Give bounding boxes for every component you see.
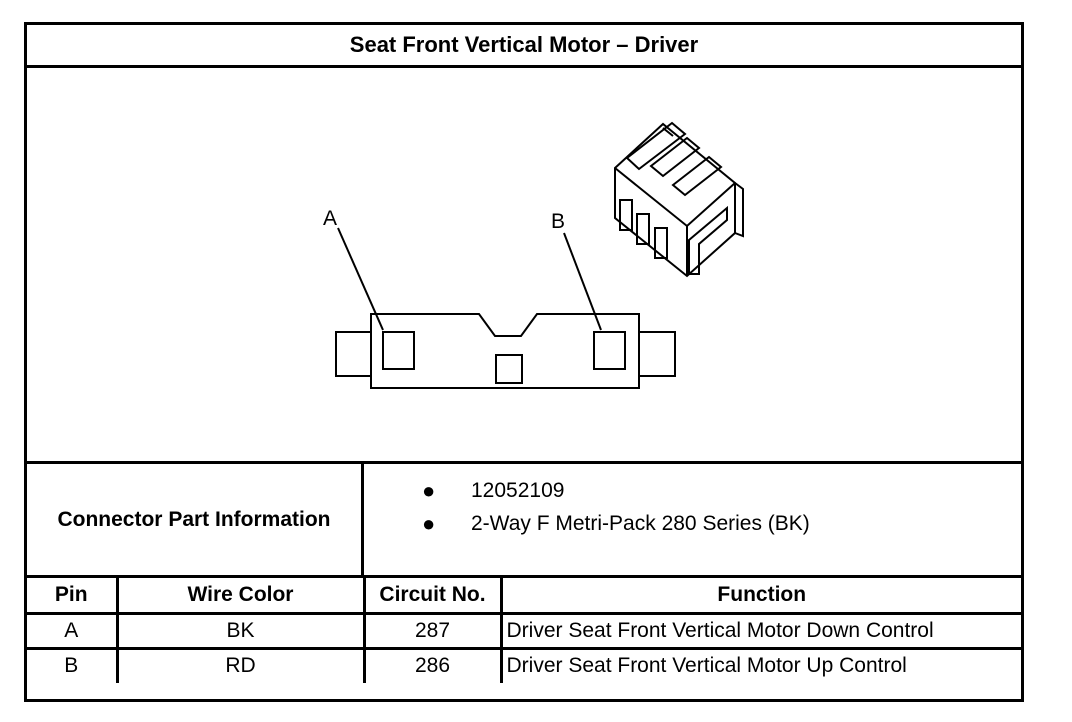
pin-table: Pin Wire Color Circuit No. Function A BK… [27,578,1021,683]
table-row: A BK 287 Driver Seat Front Vertical Moto… [27,611,1021,650]
center-key [495,354,523,384]
pin-table-header: Pin Wire Color Circuit No. Function [27,578,1021,615]
part-info-item: ● 2-Way F Metri-Pack 280 Series (BK) [367,507,810,540]
connector-frame: Seat Front Vertical Motor – Driver [24,22,1024,702]
left-latch-tab [335,331,374,377]
callout-b-leader [563,232,602,331]
header-pin: Pin [27,578,119,615]
wire-color-cell: BK [115,611,366,650]
header-circuit-no: Circuit No. [362,578,503,615]
callout-b-label: B [551,210,565,233]
part-number: 12052109 [471,479,565,502]
connector-body [370,313,640,389]
right-latch-tab [637,331,676,377]
circuit-cell: 286 [362,646,503,683]
cavity-b [593,331,626,370]
connector-drawing: A B [323,121,744,389]
bullet-icon: ● [422,511,436,536]
connector-diagram: A B [27,68,1021,463]
function-cell: Driver Seat Front Vertical Motor Down Co… [499,611,1021,650]
page-title: Seat Front Vertical Motor – Driver [27,25,1021,68]
connector-isometric-icon [614,121,744,278]
wire-color-cell: RD [115,646,366,683]
pin-cell: B [27,646,119,683]
connector-part-info-label: Connector Part Information [27,464,364,575]
cavity-a [382,331,415,370]
callout-a-label: A [323,207,337,230]
part-description: 2-Way F Metri-Pack 280 Series (BK) [471,512,810,535]
part-info-item: ● 12052109 [367,474,810,507]
connector-part-info-list: ● 12052109 ● 2-Way F Metri-Pack 280 Seri… [367,474,810,540]
circuit-cell: 287 [362,611,503,650]
callout-a-leader [337,227,384,331]
connector-part-info: Connector Part Information ● 12052109 ● … [27,461,1021,578]
pin-cell: A [27,611,119,650]
header-function: Function [499,578,1021,615]
bullet-icon: ● [422,478,436,503]
function-cell: Driver Seat Front Vertical Motor Up Cont… [499,646,1021,683]
header-wire-color: Wire Color [115,578,366,615]
table-row: B RD 286 Driver Seat Front Vertical Moto… [27,646,1021,683]
